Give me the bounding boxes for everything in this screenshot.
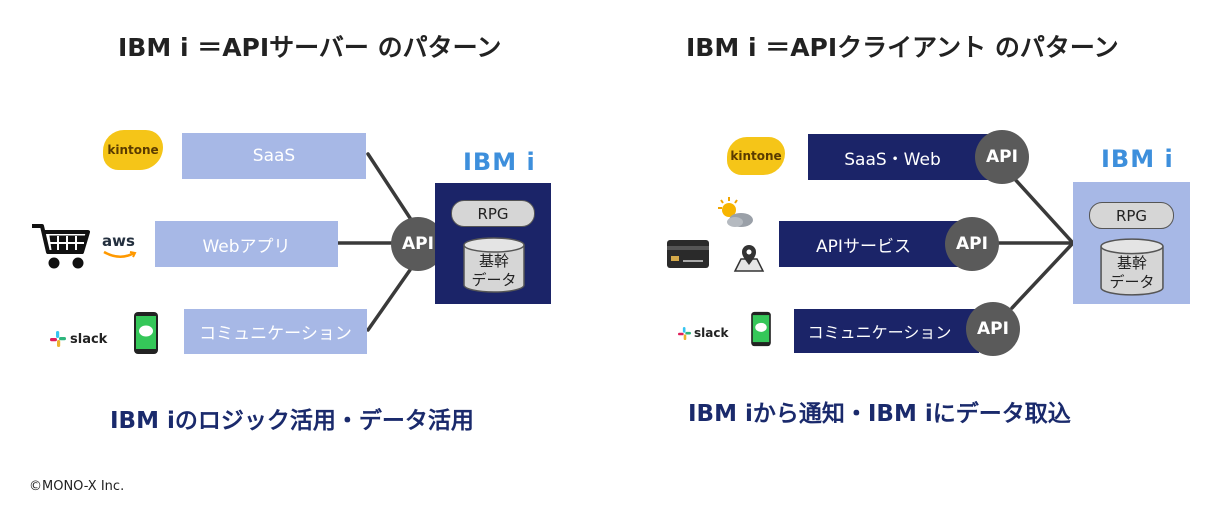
right-service-api: APIサービス [779, 221, 964, 267]
left-service-communication: コミュニケーション [184, 309, 367, 354]
aws-icon: aws [102, 232, 142, 262]
left-db-line2: データ [471, 271, 517, 289]
right-database-icon [1100, 238, 1164, 296]
left-heading: IBM i ＝APIサーバー のパターン [118, 33, 502, 62]
right-api-circle-1: API [975, 130, 1029, 184]
slack-label: slack [70, 331, 108, 347]
left-db-line1: 基幹 [478, 252, 509, 270]
right-service-communication: コミュニケーション [794, 309, 979, 353]
right-db-line1: 基幹 [1116, 254, 1147, 272]
shopping-cart-icon [32, 224, 90, 269]
credit-card-icon [667, 240, 709, 268]
right-service-saas-web: SaaS・Web [808, 134, 993, 180]
kintone-icon: kintone [103, 130, 163, 170]
map-pin-icon [733, 245, 765, 272]
left-rpg-pill: RPG [451, 200, 535, 227]
line-app-icon [134, 312, 158, 354]
weather-icon [718, 197, 753, 227]
left-ibm-logo: IBM i [463, 148, 536, 176]
left-service-saas: SaaS [182, 133, 366, 179]
slack-logo: slack [50, 331, 107, 347]
right-line-app-icon [751, 311, 771, 347]
right-slack-label: slack [694, 326, 729, 340]
copyright: ©MONO-X Inc. [29, 479, 125, 494]
left-service-webapp: Webアプリ [155, 221, 338, 267]
right-ibm-logo: IBM i [1101, 145, 1174, 173]
right-slack-logo: slack [678, 326, 728, 340]
right-rpg-pill: RPG [1089, 202, 1174, 229]
right-footer: IBM iから通知・IBM iにデータ取込 [688, 401, 1071, 427]
left-footer: IBM iのロジック活用・データ活用 [110, 408, 474, 434]
right-db-line2: データ [1109, 273, 1155, 291]
left-database-icon [463, 237, 525, 293]
aws-smile-icon [103, 250, 137, 258]
right-heading: IBM i ＝APIクライアント のパターン [686, 33, 1119, 62]
right-api-circle-3: API [966, 302, 1020, 356]
slack-icon [50, 331, 66, 347]
aws-label: aws [102, 232, 135, 250]
right-slack-icon [678, 326, 691, 340]
right-api-circle-2: API [945, 217, 999, 271]
right-kintone-icon: kintone [727, 137, 785, 175]
